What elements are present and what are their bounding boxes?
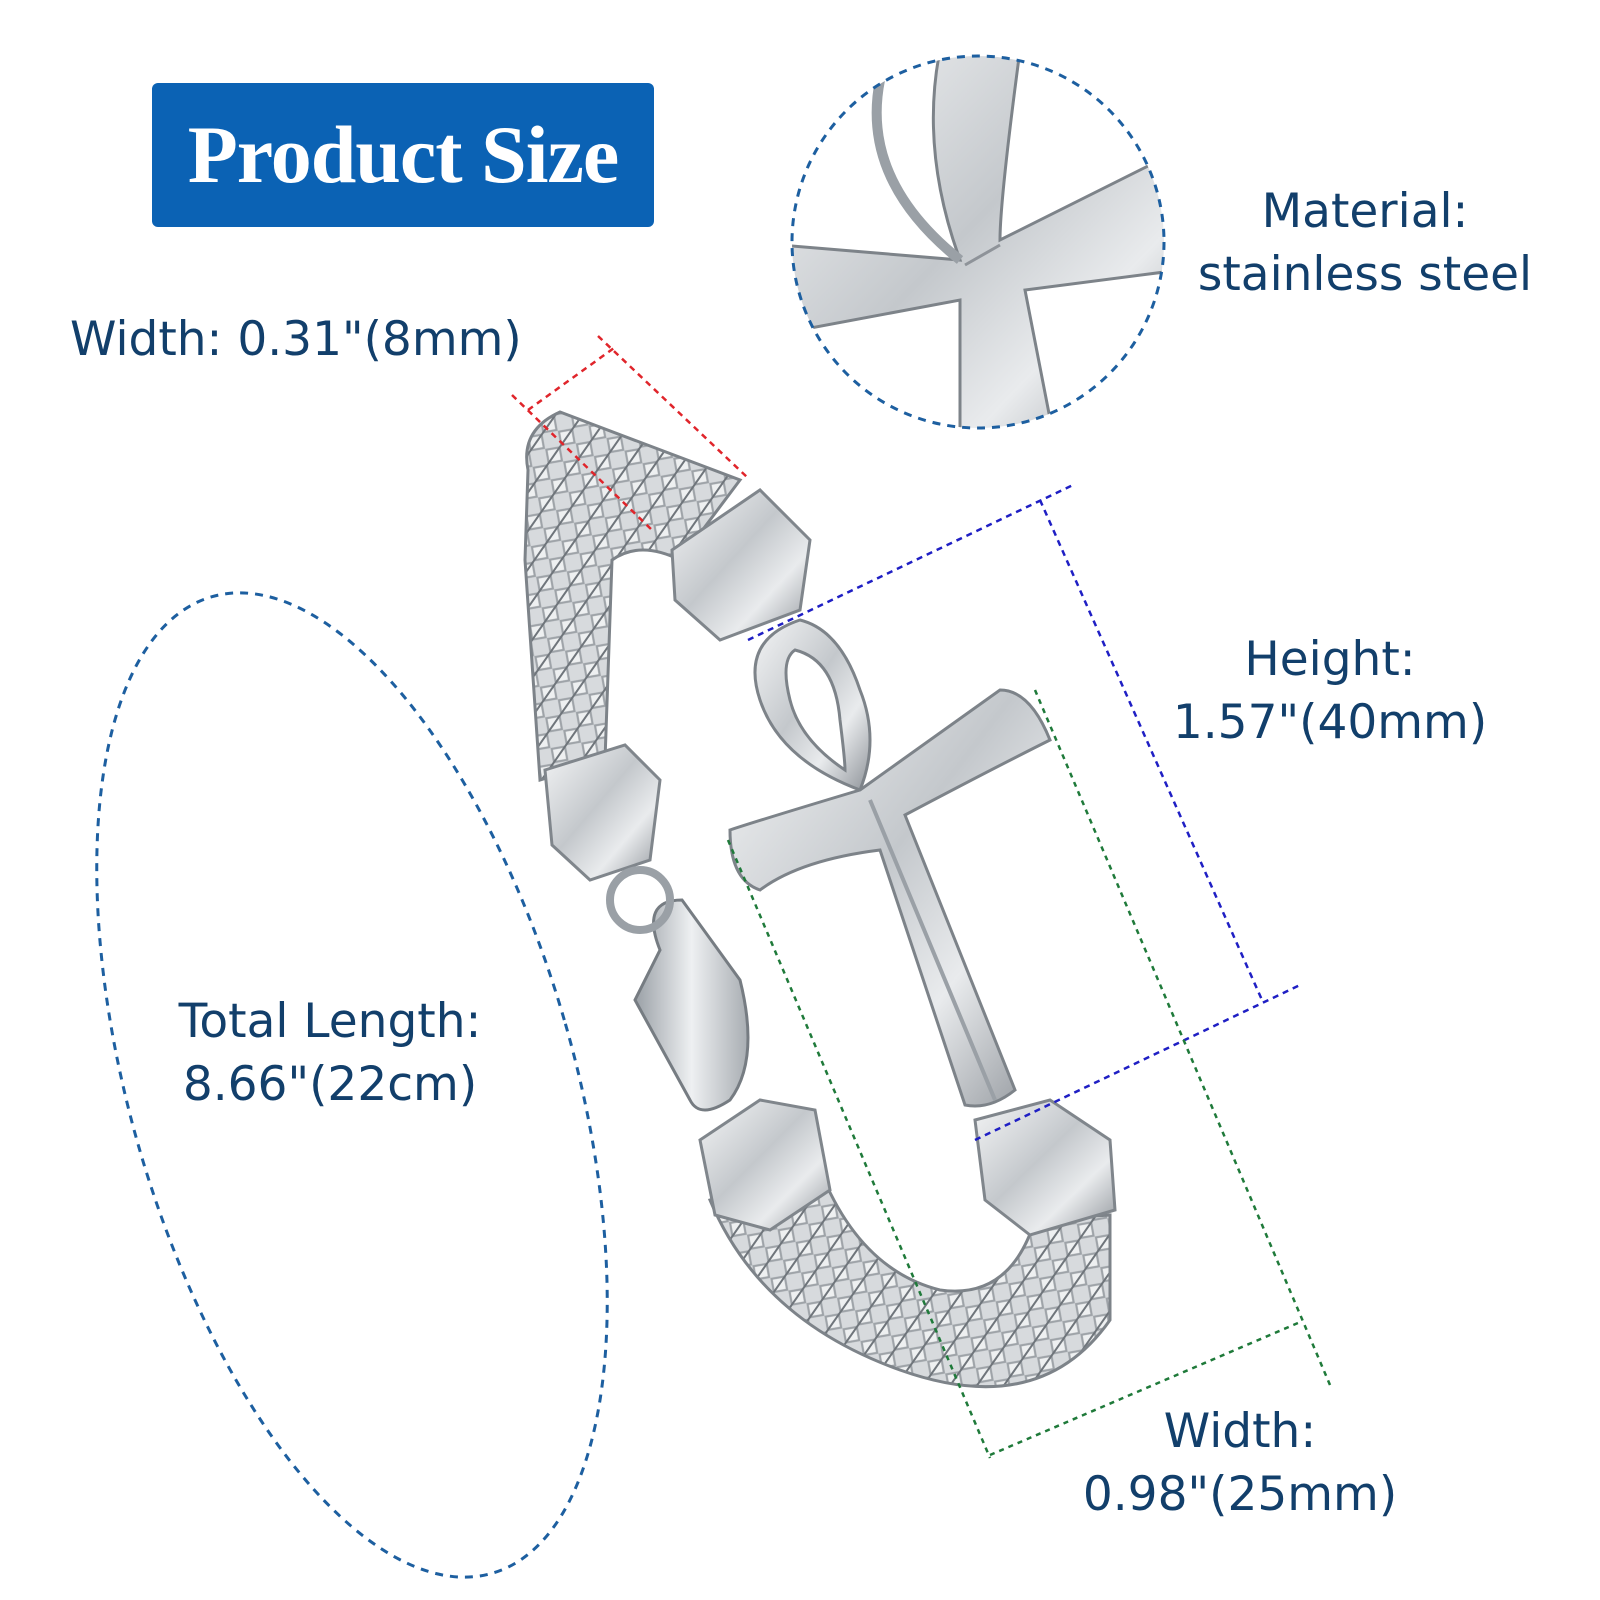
- strap-width-text: Width: 0.31"(8mm): [70, 312, 522, 367]
- height-measure: [747, 483, 1301, 1142]
- strap-width-measure: [511, 335, 749, 531]
- length-label: Total Length: 8.66"(22cm): [150, 990, 510, 1117]
- pendant-width-label: Width: 0.98"(25mm): [1070, 1400, 1410, 1527]
- end-cap-top: [670, 488, 812, 642]
- title-banner: Product Size: [152, 83, 654, 227]
- height-label: Height: 1.57"(40mm): [1170, 628, 1490, 755]
- material-label: Material: stainless steel: [1180, 180, 1550, 307]
- material-zoom: [792, 56, 1164, 428]
- end-cap-bottom-right: [973, 1098, 1117, 1237]
- end-cap-left: [543, 743, 662, 882]
- length-outline: [95, 591, 609, 1579]
- strap-width-label: Width: 0.31"(8mm): [70, 308, 522, 371]
- pendant-width-title: Width:: [1163, 1404, 1317, 1459]
- page-title: Product Size: [187, 109, 620, 200]
- length-title: Total Length:: [178, 994, 482, 1049]
- end-cap-bottom-left: [698, 1098, 832, 1232]
- ankh-pendant: [728, 618, 1052, 1108]
- material-value: stainless steel: [1197, 247, 1533, 303]
- height-value: 1.57"(40mm): [1172, 695, 1488, 751]
- jump-ring: [606, 866, 674, 934]
- chain-lower: [707, 1168, 1112, 1389]
- pendant-width-measure: [726, 689, 1332, 1459]
- pendant-width-value: 0.98"(25mm): [1082, 1467, 1398, 1523]
- height-title: Height:: [1244, 632, 1416, 687]
- material-zoom-outline: [790, 54, 1166, 430]
- material-title: Material:: [1261, 184, 1469, 239]
- length-value: 8.66"(22cm): [182, 1057, 478, 1113]
- lobster-clasp: [633, 898, 750, 1112]
